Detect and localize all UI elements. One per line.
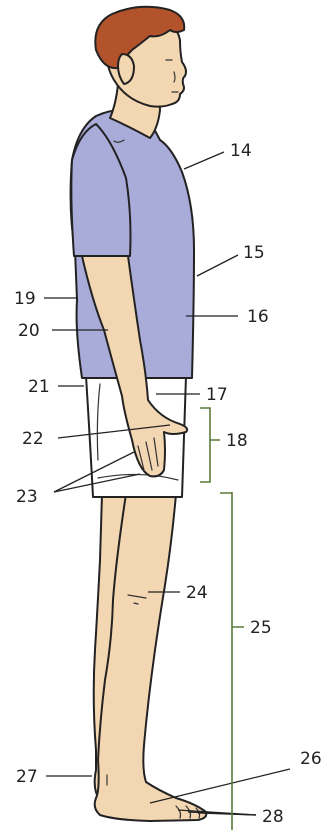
bracket-25 [220,492,244,830]
bracket-18 [200,408,220,482]
label-24: 24 [186,583,208,603]
label-26: 26 [300,749,322,769]
label-19: 19 [14,289,36,309]
label-27: 27 [16,767,38,787]
label-14: 14 [230,141,252,161]
human-figure [71,7,207,821]
leader-26 [150,769,290,803]
label-22: 22 [22,429,44,449]
leader-14 [184,152,224,169]
ear [118,54,134,84]
label-28: 28 [262,807,284,827]
label-21: 21 [28,377,50,397]
brackets [200,408,244,830]
label-20: 20 [18,321,40,341]
leader-15 [197,255,238,276]
label-25: 25 [250,618,272,638]
label-23: 23 [16,487,38,507]
label-17: 17 [206,385,228,405]
label-15: 15 [243,243,265,263]
label-18: 18 [226,431,248,451]
label-16: 16 [247,307,269,327]
